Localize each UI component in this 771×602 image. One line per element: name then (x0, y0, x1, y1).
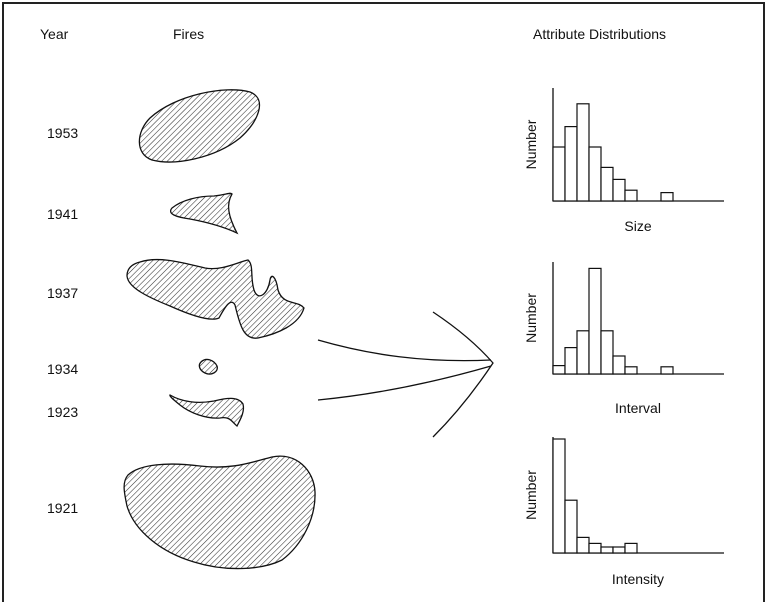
year-label-1937: 1937 (47, 285, 79, 301)
year-label-1921: 1921 (47, 500, 79, 516)
interval-bar-2 (576, 330, 590, 375)
year-label-1941: 1941 (47, 206, 79, 222)
size-bar-6 (624, 189, 638, 202)
fire-1953-shape (138, 89, 261, 163)
size-bar-2 (576, 103, 590, 202)
intensity-xlabel: Intensity (612, 571, 664, 587)
fire-1921-shape (123, 455, 316, 570)
interval-bar-3 (588, 267, 602, 375)
year-header: Year (40, 26, 69, 42)
interval-ylabel: Number (523, 293, 539, 343)
attribute-distributions-header: Attribute Distributions (533, 26, 667, 42)
size-bar-0 (552, 146, 566, 202)
interval-bar-1 (564, 347, 578, 375)
arrow-line-upper (317, 339, 492, 362)
year-label-1934: 1934 (47, 361, 79, 377)
intensity-bar-3 (588, 542, 602, 554)
intensity-ylabel: Number (523, 470, 539, 520)
fire-1941-shape (170, 192, 239, 235)
interval-bar-9 (660, 366, 674, 375)
size-ylabel: Number (523, 119, 539, 169)
size-xlabel: Size (624, 218, 651, 234)
intensity-bar-1 (564, 499, 578, 554)
intensity-bar-0 (552, 438, 566, 554)
arrow-head (432, 311, 494, 438)
fire-1923-shape (169, 394, 245, 428)
interval-bar-0 (552, 365, 566, 375)
intensity-bar-4 (600, 546, 614, 554)
size-bar-4 (600, 166, 614, 202)
fires-header: Fires (173, 26, 205, 42)
size-bar-1 (564, 125, 578, 202)
intensity-bar-2 (576, 536, 590, 554)
interval-xlabel: Interval (615, 400, 661, 416)
intensity-bar-5 (612, 546, 626, 554)
interval-bar-5 (612, 355, 626, 375)
fire-1937-shape (126, 258, 305, 339)
interval-bar-4 (600, 330, 614, 375)
year-label-1923: 1923 (47, 404, 79, 420)
arrow-line-lower (317, 365, 492, 401)
fire-1934-shape (198, 358, 218, 375)
intensity-bar-6 (624, 542, 638, 554)
interval-bar-6 (624, 366, 638, 375)
size-bar-5 (612, 178, 626, 202)
size-bar-3 (588, 146, 602, 202)
size-bar-9 (660, 192, 674, 202)
year-label-1953: 1953 (47, 125, 79, 141)
